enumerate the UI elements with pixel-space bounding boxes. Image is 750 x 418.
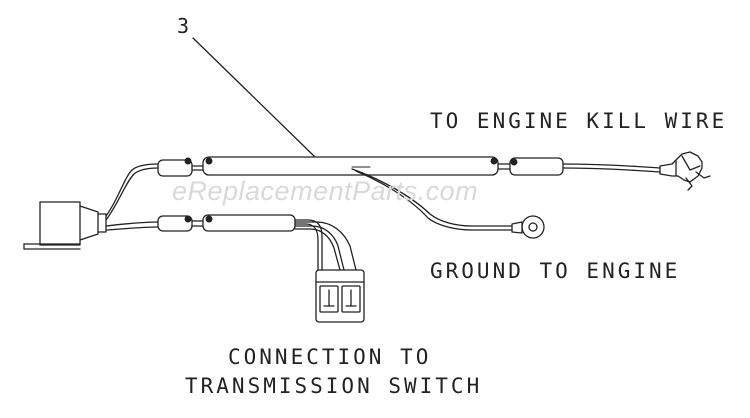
label-connection-to: CONNECTION TO [228,345,432,369]
label-transmission-switch: TRANSMISSION SWITCH [185,374,483,398]
sleeve-lower-main [202,214,296,232]
transmission-connector-icon [315,269,365,323]
bullet-connector-icon [659,151,711,191]
switch-wires [105,163,159,231]
ring-terminal-icon [511,215,545,239]
callout-leader-line [192,37,315,157]
transmission-wires [294,219,357,271]
sleeve-lower-left [157,215,193,232]
sleeve-upper-left [157,157,193,177]
watermark-text: eReplacementParts.com [172,176,479,206]
main-sheath [202,156,499,176]
ground-wire [351,168,513,231]
callout-number: 3 [177,14,190,38]
label-ground-to-engine: GROUND TO ENGINE [430,259,681,283]
kill-wire [562,163,661,173]
switch-body [23,201,107,250]
sleeve-upper-right [509,157,564,176]
label-engine-kill-wire: TO ENGINE KILL WIRE [430,109,728,133]
